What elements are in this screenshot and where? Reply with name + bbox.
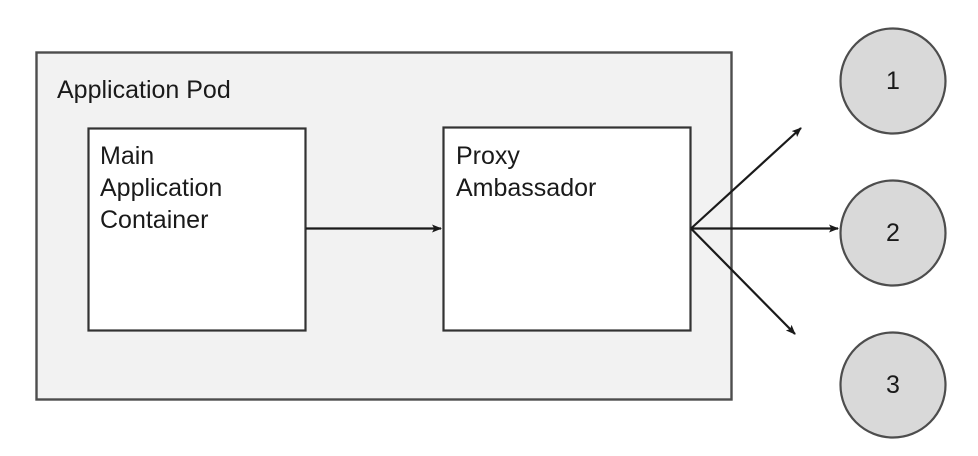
external-service-3-circle xyxy=(839,331,947,439)
main-application-container-box xyxy=(87,127,307,332)
proxy-ambassador-box xyxy=(442,126,692,332)
arrow-proxy-to-service-1 xyxy=(690,127,802,230)
arrow-proxy-to-service-3 xyxy=(690,227,796,335)
external-service-2-circle xyxy=(839,179,947,287)
external-service-1-circle xyxy=(839,27,947,135)
